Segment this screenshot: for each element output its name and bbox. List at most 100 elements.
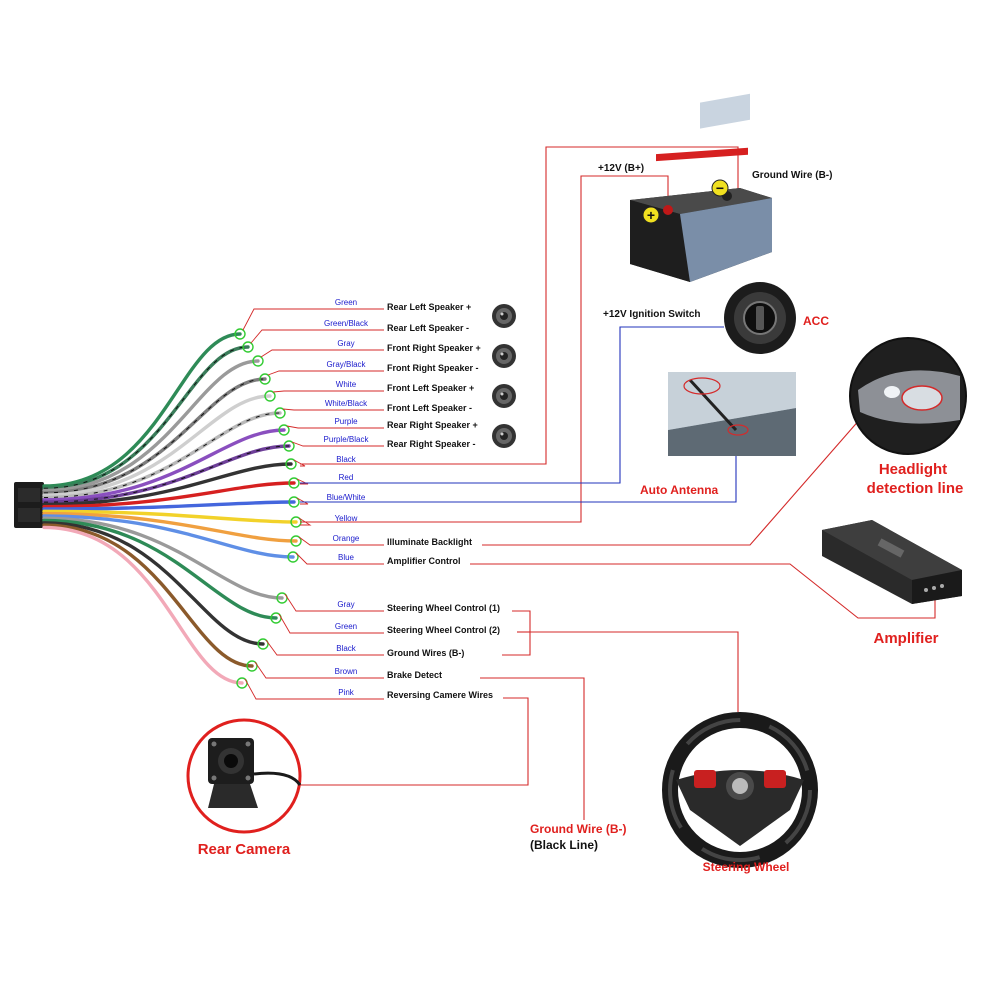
brake-leader: [480, 677, 585, 820]
wire: [42, 514, 295, 559]
wire-leader: [265, 639, 384, 656]
wire-function-label: Reversing Camere Wires: [387, 690, 493, 700]
b-plus-leader: [300, 175, 669, 523]
wire-marker-icon: [274, 407, 286, 419]
swc-bracket: [502, 610, 531, 656]
wire: [42, 462, 293, 507]
wire-leader: [295, 552, 384, 565]
wire: [42, 500, 296, 511]
battery: + −: [630, 93, 772, 282]
camera-leader: [300, 697, 529, 786]
wire-marker-icon: [264, 390, 276, 402]
wire-leader: [244, 678, 384, 700]
wire-stripe: [43, 378, 266, 494]
speaker-icon: [492, 304, 516, 328]
headlight-photo: [849, 337, 967, 455]
wire-leader: [260, 349, 384, 358]
minus-icon: −: [716, 180, 724, 196]
wire-leader: [293, 459, 306, 467]
wire-leader: [284, 593, 384, 612]
wire-color-label: Purple: [334, 417, 358, 426]
wire-leader: [278, 613, 384, 634]
wire-color-label: Gray/Black: [326, 360, 366, 369]
antenna-title: Auto Antenna: [640, 483, 719, 497]
wire-leader: [272, 390, 384, 393]
wire-leader: [298, 517, 312, 526]
wire-stripe: [43, 445, 290, 503]
wire: [42, 428, 286, 502]
wire: [42, 511, 298, 543]
wire-color-label: Green: [335, 298, 357, 307]
wire: [42, 509, 298, 524]
plus-icon: +: [647, 207, 655, 223]
wire: [42, 481, 296, 509]
wire-marker-icon: [290, 535, 302, 547]
speakers: [492, 304, 516, 448]
wire-marker-icon: [259, 373, 271, 385]
leader-lines: [300, 146, 936, 820]
wire-function-label: Illuminate Backlight: [387, 537, 472, 547]
battery-negative-label: Ground Wire (B-): [752, 170, 832, 181]
acc-title: ACC: [803, 314, 829, 328]
wire-color-label: Blue/White: [327, 493, 366, 502]
wire-leader: [242, 308, 384, 331]
wire-leader: [267, 370, 384, 376]
speaker-icon: [492, 384, 516, 408]
wire-leader: [296, 497, 309, 505]
wire: [42, 521, 265, 646]
wire-function-label: Front Right Speaker +: [387, 343, 481, 353]
antenna-photo: [668, 372, 796, 456]
wire-marker-icon: [276, 592, 288, 604]
wire-color-label: Blue: [338, 553, 355, 562]
wire-leader: [282, 408, 384, 411]
wire: [42, 516, 284, 600]
wire-marker-icon: [242, 341, 254, 353]
wire-color-label: Black: [336, 644, 357, 653]
ignition-switch-icon: [724, 282, 796, 354]
wire-function-label: Front Left Speaker -: [387, 403, 472, 413]
wire-function-label: Rear Right Speaker -: [387, 439, 476, 449]
wire-leader: [298, 536, 384, 546]
wire-stripe: [43, 346, 249, 489]
wire: [42, 523, 254, 668]
amplifier-leader: [470, 563, 936, 619]
wire-marker-icon: [252, 355, 264, 367]
wire-leader: [286, 425, 384, 429]
wire-color-label: Orange: [333, 534, 360, 543]
battery-positive-label: +12V (B+): [598, 163, 644, 174]
steering-wheel-title: Steering Wheel: [703, 860, 790, 874]
wire-stripe: [43, 412, 281, 498]
wire-leader: [250, 329, 384, 344]
wire-marker-icon: [257, 638, 269, 650]
wire-leader: [291, 441, 384, 447]
wire-function-label: Steering Wheel Control (1): [387, 603, 500, 613]
wire-color-label: Gray: [337, 600, 354, 609]
steering-wheel-photo: [662, 712, 818, 868]
wire-color-label: Gray: [337, 339, 354, 348]
ground-wire-subtitle: (Black Line): [530, 838, 598, 852]
wire-color-label: Green: [335, 622, 357, 631]
wire-function-label: Rear Right Speaker +: [387, 420, 478, 430]
wire-bundle: [42, 308, 384, 700]
wire-color-label: Yellow: [335, 514, 358, 523]
wire-marker-icon: [283, 440, 295, 452]
wire-function-label: Front Left Speaker +: [387, 383, 474, 393]
harness-connector: [14, 482, 44, 528]
wire-marker-icon: [287, 551, 299, 563]
headlight-leader: [482, 409, 869, 546]
wire-color-label: Green/Black: [324, 319, 369, 328]
steering-leader: [530, 631, 739, 712]
amplifier-photo: [822, 520, 962, 604]
ground-wire-title: Ground Wire (B-): [530, 822, 627, 836]
wire: [42, 525, 244, 685]
wire-color-label: Brown: [335, 667, 358, 676]
wire-function-label: Front Right Speaker -: [387, 363, 479, 373]
wire-function-label: Ground Wires (B-): [387, 648, 464, 658]
headlight-title-line1: Headlight: [879, 461, 947, 478]
headlight-title-line2: detection line: [867, 480, 964, 497]
speaker-icon: [492, 344, 516, 368]
wire-function-label: Steering Wheel Control (2): [387, 625, 500, 635]
wire: [42, 332, 242, 488]
ground-leader: [300, 146, 739, 465]
wire-leader: [254, 661, 384, 679]
